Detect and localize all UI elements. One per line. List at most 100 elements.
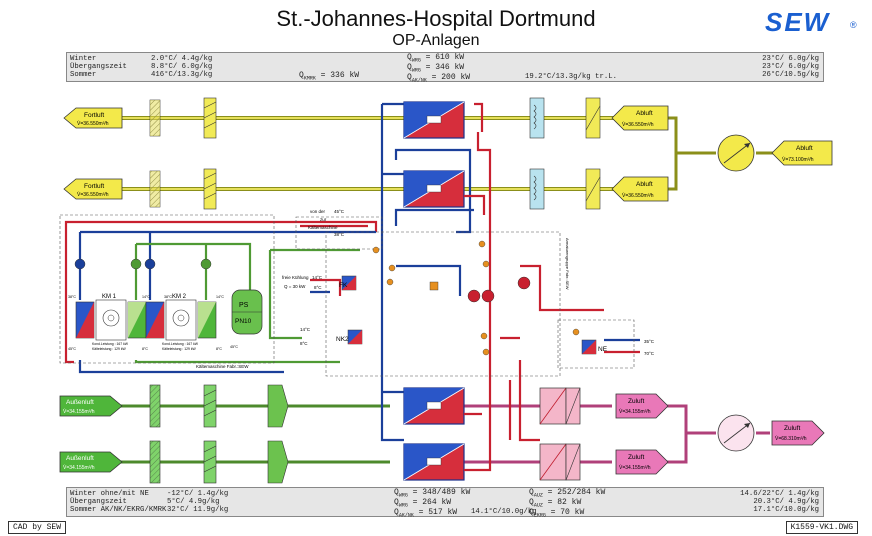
room-winter: 23°C/ 6.0g/kg — [762, 55, 819, 63]
season-winter-b: Winter ohne/mit NE — [70, 490, 149, 498]
outdoor-summer: 416°C/13.3g/kg — [151, 71, 213, 79]
zuluft-label-1: Zuluft — [628, 398, 644, 405]
zuluft-label-2: Zuluft — [628, 454, 644, 461]
q2-line-b1: QAUZ = 252/284 kW — [529, 488, 606, 499]
chiller-km1 — [75, 299, 147, 341]
heat-exchanger-supply-1 — [403, 387, 465, 425]
sew-logo: SEW — [765, 7, 831, 37]
zuluft-main-label: Zuluft — [784, 425, 800, 432]
km1-kond: Kond.Leistung : 167 kW — [92, 342, 129, 346]
armature-group-frame — [325, 231, 561, 377]
page-subtitle: OP-Anlagen — [392, 32, 480, 49]
fortluft-arrow-lower — [63, 178, 123, 200]
zuluft-arrow-main — [771, 420, 825, 446]
zuluft-flow-2: V̇=34.155m³/h — [619, 464, 651, 471]
q-line-b2: QWRG = 264 kW — [394, 498, 452, 509]
zuluft-arrow-lower — [615, 449, 669, 475]
abluft-arrow-main — [771, 140, 833, 166]
svg-text:8°C: 8°C — [300, 341, 308, 346]
svg-text:8°C: 8°C — [314, 285, 322, 290]
km1-label: KM 1 — [102, 294, 117, 300]
fortluft-label-2: Fortluft — [84, 183, 104, 190]
damper-exhaust-1 — [203, 97, 217, 139]
fortluft-flow-1: V̇=36.550m³/h — [77, 120, 109, 127]
cad-credit: CAD by SEW — [8, 521, 67, 534]
svg-text:45°C: 45°C — [334, 209, 345, 214]
svg-text:14°C: 14°C — [216, 295, 224, 299]
pump-icon — [74, 258, 531, 303]
aussenluft-label-2: Außenluft — [66, 455, 94, 462]
damper-supply-1 — [203, 384, 217, 428]
freie-kuehlung-label: freie Kühlung — [282, 275, 309, 280]
fk-label: FK — [339, 282, 348, 289]
ne-supply-temp: 35°C — [644, 339, 655, 344]
exhaust-fan-icon — [717, 134, 755, 172]
aussenluft-flow-1: V̇=34.155m³/h — [63, 408, 95, 415]
svg-text:8°C: 8°C — [142, 347, 148, 351]
outdoor-transition: 8.8°C/ 6.0g/kg — [151, 63, 213, 71]
filter-supply-2 — [267, 440, 289, 484]
abluft-arrow-lower — [611, 176, 669, 202]
chiller-package-label: Kältemaschine Fabr.:SEW — [196, 364, 249, 369]
valve-icon — [372, 240, 580, 356]
sound-attenuator-2 — [529, 168, 545, 210]
svg-text:38°C: 38°C — [68, 295, 76, 299]
design-conditions-top: Winter Übergangszeit Sommer 2.0°C/ 4.4g/… — [66, 52, 824, 84]
abluft-main-flow: V̇=73.100m³/h — [782, 156, 814, 163]
room-winter-b: 14.6/22°C/ 1.4g/kg — [740, 490, 819, 498]
kaeltemaschine-label: Kältemaschine — [308, 225, 338, 230]
outdoor-transition-b: 5°C/ 4.9g/kg — [167, 498, 220, 506]
aussenluft-arrow-lower — [59, 451, 123, 473]
room-transition: 23°C/ 6.0g/kg — [762, 63, 819, 71]
svg-text:14°C: 14°C — [312, 275, 323, 280]
outdoor-summer-b: 32°C/ 11.9g/kg — [167, 506, 229, 514]
chiller-package-frame — [59, 214, 275, 364]
aussenluft-arrow-upper — [59, 395, 123, 417]
season-transition: Übergangszeit — [70, 63, 127, 71]
damper-exhaust-2 — [203, 168, 217, 210]
aussenluft-flow-2: V̇=34.155m³/h — [63, 464, 95, 471]
q2-line-b3: QEKRG = 70 kW — [529, 508, 585, 519]
km1-kaelte: Kälteleistung : 129 kW — [92, 347, 127, 351]
zuluft-flow-1: V̇=34.155m³/h — [619, 408, 651, 415]
abluft-main-label: Abluft — [796, 145, 813, 152]
room-transition-b: 20.3°C/ 4.9g/kg — [753, 498, 819, 506]
season-winter: Winter — [70, 55, 97, 63]
season-summer: Sommer — [70, 71, 97, 79]
fortluft-arrow-upper — [63, 107, 123, 129]
zuluft-arrow-upper — [615, 393, 669, 419]
season-summer-b: Sommer AK/NK/EKRG/KMRK — [70, 506, 167, 514]
heat-exchanger-supply-2 — [403, 443, 465, 481]
zur-label: zur — [320, 217, 327, 222]
aussenluft-label-1: Außenluft — [66, 399, 94, 406]
ps-label: PS — [239, 302, 249, 309]
q-line-2: QWRG = 346 kW — [407, 63, 465, 74]
svg-text:45°C: 45°C — [230, 345, 238, 349]
outdoor-winter: 2.0°C/ 4.4g/kg — [151, 55, 213, 63]
damper-supply-2 — [203, 440, 217, 484]
season-transition-b: Übergangszeit — [70, 498, 127, 506]
filter-supply-1 — [267, 384, 289, 428]
svg-text:14°C: 14°C — [142, 295, 150, 299]
ne-return-temp: 70°C — [644, 351, 655, 356]
km2-label: KM 2 — [172, 294, 187, 300]
registered-mark: ® — [850, 20, 857, 30]
zuluft-main-flow: V̇=68.310m³/h — [775, 435, 807, 442]
drawing-number: K1559-VK1.DWG — [785, 521, 858, 534]
pn10-label: PN10 — [235, 318, 252, 325]
piping — [64, 102, 640, 472]
abluft-flow-1: V̇=36.550m³/h — [622, 121, 654, 128]
design-conditions-bottom: Winter ohne/mit NE Übergangszeit Sommer … — [66, 487, 824, 519]
ne-label: NE — [598, 346, 608, 353]
room-summer: 26°C/10.5g/kg — [762, 71, 819, 79]
km2-kond: Kond.Leistung : 167 kW — [162, 342, 199, 346]
fortluft-flow-2: V̇=36.550m³/h — [77, 191, 109, 198]
heat-exchanger-exhaust-1 — [403, 101, 465, 139]
abluft-label-2: Abluft — [636, 181, 653, 188]
svg-text:8°C: 8°C — [216, 347, 222, 351]
svg-text:45°C: 45°C — [68, 347, 76, 351]
sound-attenuator-1 — [529, 97, 545, 139]
chiller-km2 — [145, 299, 217, 341]
km2-kaelte: Kälteleistung : 129 kW — [162, 347, 197, 351]
